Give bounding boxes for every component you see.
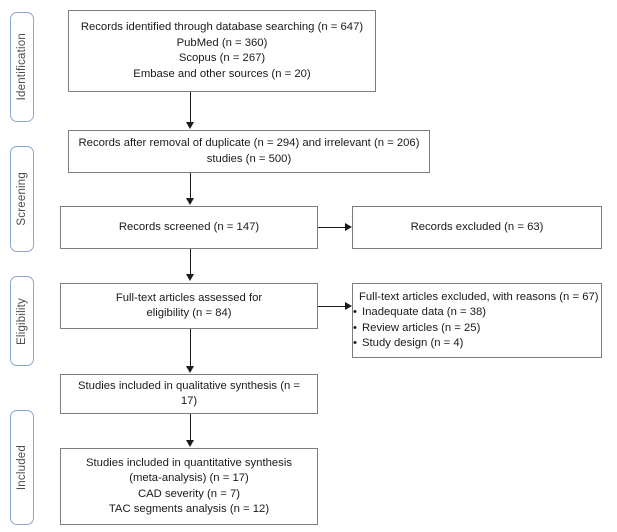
connector-fulltext-to-excluded-reasons xyxy=(318,306,346,308)
stage-label-identification-text: Identification xyxy=(16,33,28,101)
box-full-text-excluded-with-reasons: Full-text articles excluded, with reason… xyxy=(352,283,602,358)
box-records-after-duplicate-removal: Records after removal of duplicate (n = … xyxy=(68,130,430,173)
box-studies-quantitative-synthesis-text: Studies included in quantitative synthes… xyxy=(86,456,292,516)
stage-label-included: Included xyxy=(10,410,34,525)
box-studies-qualitative-synthesis: Studies included in qualitative synthesi… xyxy=(60,374,318,414)
full-text-excluded-heading: Full-text articles excluded, with reason… xyxy=(359,290,599,303)
box-studies-quantitative-synthesis: Studies included in quantitative synthes… xyxy=(60,448,318,525)
reason-item: Inadequate data (n = 38) xyxy=(353,305,601,321)
box-records-excluded-text: Records excluded (n = 63) xyxy=(410,220,544,233)
stage-label-screening: Screening xyxy=(10,146,34,252)
arrowhead-qualitative-to-quantitative xyxy=(186,440,194,447)
stage-label-screening-text: Screening xyxy=(16,172,28,226)
arrowhead-fulltext-to-excluded-reasons xyxy=(345,302,352,310)
arrowhead-duplicates-to-screened xyxy=(186,198,194,205)
arrowhead-screened-to-fulltext xyxy=(186,274,194,281)
stage-label-included-text: Included xyxy=(16,444,28,491)
box-records-excluded: Records excluded (n = 63) xyxy=(352,206,602,249)
stage-label-identification: Identification xyxy=(10,12,34,122)
stage-label-eligibility: Eligibility xyxy=(10,276,34,366)
box-records-screened: Records screened (n = 147) xyxy=(60,206,318,249)
connector-screened-to-excluded xyxy=(318,227,346,229)
connector-fulltext-to-qualitative xyxy=(190,329,192,367)
box-records-identified-text: Records identified through database sear… xyxy=(80,21,364,80)
box-records-screened-text: Records screened (n = 147) xyxy=(118,220,260,233)
reason-item: Review articles (n = 25) xyxy=(353,321,601,337)
connector-qualitative-to-quantitative xyxy=(190,414,192,441)
box-records-identified: Records identified through database sear… xyxy=(68,10,376,92)
box-studies-qualitative-synthesis-text: Studies included in qualitative synthesi… xyxy=(78,379,300,408)
stage-label-eligibility-text: Eligibility xyxy=(16,297,28,345)
full-text-excluded-reason-list: Inadequate data (n = 38) Review articles… xyxy=(353,305,601,352)
box-full-text-assessed: Full-text articles assessed for eligibil… xyxy=(60,283,318,329)
arrowhead-identified-to-duplicates xyxy=(186,122,194,129)
box-full-text-assessed-text: Full-text articles assessed for eligibil… xyxy=(115,291,263,320)
arrowhead-screened-to-excluded xyxy=(345,223,352,231)
connector-screened-to-fulltext xyxy=(190,249,192,275)
connector-duplicates-to-screened xyxy=(190,173,192,199)
reason-item: Study design (n = 4) xyxy=(353,336,601,352)
box-records-after-duplicate-removal-text: Records after removal of duplicate (n = … xyxy=(78,137,420,165)
arrowhead-fulltext-to-qualitative xyxy=(186,366,194,373)
connector-identified-to-duplicates xyxy=(190,92,192,123)
